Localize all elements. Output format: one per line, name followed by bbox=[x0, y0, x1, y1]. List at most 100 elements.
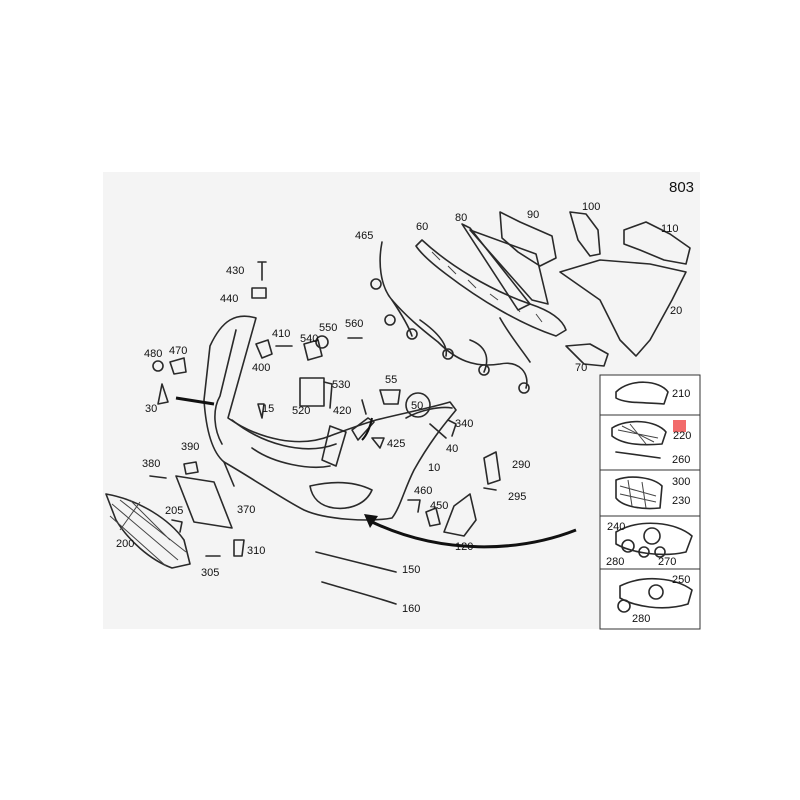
part-150-strip bbox=[315, 551, 397, 573]
part-280-ring bbox=[621, 539, 635, 553]
part-440-clip bbox=[251, 287, 267, 299]
bumper-cover bbox=[203, 315, 457, 521]
label-205: 205 bbox=[165, 505, 183, 517]
part-450-screw bbox=[425, 507, 441, 527]
label-465: 465 bbox=[355, 230, 373, 242]
part-220-grille bbox=[611, 420, 667, 446]
part-340-clip bbox=[447, 419, 457, 437]
label-15: 15 bbox=[262, 403, 274, 415]
label-540: 540 bbox=[300, 333, 318, 345]
label-440: 440 bbox=[220, 293, 238, 305]
label-560: 560 bbox=[345, 318, 363, 330]
label-370: 370 bbox=[237, 504, 255, 516]
label-305: 305 bbox=[201, 567, 219, 579]
part-295-clip bbox=[483, 487, 497, 491]
label-520: 520 bbox=[292, 405, 310, 417]
part-230-grille bbox=[615, 476, 663, 510]
label-310: 310 bbox=[247, 545, 265, 557]
label-410: 410 bbox=[272, 328, 290, 340]
label-260: 260 bbox=[672, 454, 690, 466]
label-400: 400 bbox=[252, 362, 270, 374]
part-20-support bbox=[559, 259, 687, 357]
label-295: 295 bbox=[508, 491, 526, 503]
part-210-trim bbox=[615, 381, 669, 405]
label-550: 550 bbox=[319, 322, 337, 334]
part-520-module bbox=[299, 377, 325, 407]
label-480: 480 bbox=[144, 348, 162, 360]
variant-panel bbox=[599, 374, 701, 630]
wiring-harness bbox=[370, 241, 531, 394]
part-290-light bbox=[483, 451, 501, 485]
part-425-clip bbox=[371, 437, 385, 449]
part-15-clip bbox=[257, 403, 265, 419]
label-470: 470 bbox=[169, 345, 187, 357]
label-220: 220 bbox=[673, 430, 691, 442]
callout-arrow-50 bbox=[361, 417, 373, 441]
part-390-clip bbox=[183, 461, 199, 475]
label-230: 230 bbox=[672, 495, 690, 507]
label-390: 390 bbox=[181, 441, 199, 453]
part-550-ring bbox=[315, 335, 329, 349]
part-240-grille bbox=[615, 522, 693, 556]
label-160: 160 bbox=[402, 603, 420, 615]
label-340: 340 bbox=[455, 418, 473, 430]
label-50: 50 bbox=[411, 400, 423, 412]
label-430: 430 bbox=[226, 265, 244, 277]
label-60: 60 bbox=[416, 221, 428, 233]
label-40: 40 bbox=[446, 443, 458, 455]
label-425: 425 bbox=[387, 438, 405, 450]
part-70-bracket bbox=[565, 343, 609, 367]
label-30: 30 bbox=[145, 403, 157, 415]
label-90: 90 bbox=[527, 209, 539, 221]
label-110: 110 bbox=[661, 223, 679, 235]
part-55-sensor bbox=[379, 389, 401, 405]
label-70: 70 bbox=[575, 362, 587, 374]
label-55: 55 bbox=[385, 374, 397, 386]
part-labels: 465 60 80 90 100 110 20 70 430 440 410 5… bbox=[116, 201, 691, 625]
part-400-clip bbox=[255, 339, 273, 359]
label-120: 120 bbox=[455, 541, 473, 553]
callout-arrow-30 bbox=[175, 396, 215, 406]
label-380: 380 bbox=[142, 458, 160, 470]
part-280b-ring bbox=[617, 599, 631, 613]
label-10: 10 bbox=[428, 462, 440, 474]
part-205-clip bbox=[171, 519, 183, 533]
part-430-screw bbox=[257, 261, 267, 281]
label-210: 210 bbox=[672, 388, 690, 400]
part-100-bracket bbox=[569, 211, 601, 257]
label-460: 460 bbox=[414, 485, 432, 497]
label-300: 300 bbox=[672, 476, 690, 488]
callout-arrow-main bbox=[367, 518, 577, 549]
label-280-a: 280 bbox=[606, 556, 624, 568]
part-370-plate bbox=[175, 475, 233, 529]
part-470-sensor bbox=[169, 357, 187, 375]
part-30-clip bbox=[157, 383, 169, 405]
part-540-sensor bbox=[303, 339, 323, 361]
part-460-clip bbox=[407, 499, 421, 513]
part-380-screw bbox=[149, 475, 167, 479]
part-530-bracket bbox=[323, 381, 333, 409]
label-280-b: 280 bbox=[632, 613, 650, 625]
part-480-ring bbox=[152, 360, 164, 372]
part-160-strip bbox=[321, 581, 397, 605]
highlight-marker bbox=[673, 420, 686, 432]
label-530: 530 bbox=[332, 379, 350, 391]
part-420-screw bbox=[361, 399, 367, 415]
label-250: 250 bbox=[672, 574, 690, 586]
part-260-strip bbox=[615, 451, 661, 459]
part-90-bracket bbox=[499, 211, 557, 267]
label-80: 80 bbox=[455, 212, 467, 224]
page-number: 803 bbox=[669, 179, 694, 196]
label-20: 20 bbox=[670, 305, 682, 317]
label-290: 290 bbox=[512, 459, 530, 471]
part-50-callout bbox=[405, 392, 431, 418]
label-100: 100 bbox=[582, 201, 600, 213]
label-420: 420 bbox=[333, 405, 351, 417]
bumper-carrier bbox=[415, 223, 567, 337]
label-200: 200 bbox=[116, 538, 134, 550]
label-240: 240 bbox=[607, 521, 625, 533]
part-120-bracket bbox=[443, 493, 477, 537]
part-250-grille bbox=[619, 577, 693, 609]
part-310-clip bbox=[233, 539, 245, 557]
